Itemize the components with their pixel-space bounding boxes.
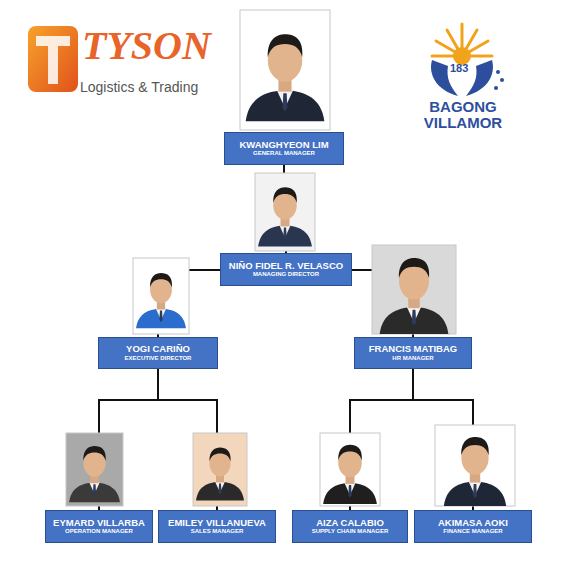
job-title: GENERAL MANAGER bbox=[253, 150, 315, 158]
barangay-logo bbox=[432, 24, 492, 65]
photo bbox=[193, 433, 247, 506]
barangay-name: BAGONG VILLAMOR bbox=[412, 99, 514, 131]
photo bbox=[255, 173, 315, 251]
job-title: SALES MANAGER bbox=[191, 528, 244, 536]
photo bbox=[240, 10, 330, 130]
hands-symbol bbox=[431, 60, 504, 96]
company-tagline: Logistics & Trading bbox=[80, 80, 198, 95]
name-band: NIÑO FIDEL R. VELASCOMANAGING DIRECTOR bbox=[220, 253, 352, 286]
company-logo bbox=[28, 26, 78, 92]
person-name: AIZA CALABIO bbox=[316, 517, 384, 528]
job-title: MANAGING DIRECTOR bbox=[253, 271, 319, 279]
job-title: FINANCE MANAGER bbox=[443, 528, 502, 536]
photo bbox=[133, 258, 189, 334]
name-band: KWANGHYEON LIMGENERAL MANAGER bbox=[224, 132, 344, 165]
photo bbox=[435, 425, 515, 506]
company-name: TYSON bbox=[82, 26, 211, 66]
person-name: EMILEY VILLANUEVA bbox=[168, 517, 266, 528]
person-name: FRANCIS MATIBAG bbox=[369, 343, 457, 354]
person-name: NIÑO FIDEL R. VELASCO bbox=[229, 260, 343, 271]
name-band: AIZA CALABIOSUPPLY CHAIN MANAGER bbox=[292, 510, 408, 543]
person-name: EYMARD VILLARBA bbox=[53, 517, 145, 528]
job-title: EXECUTIVE DIRECTOR bbox=[125, 355, 192, 363]
barangay-number: 183 bbox=[450, 63, 468, 74]
name-band: YOGI CARIÑOEXECUTIVE DIRECTOR bbox=[98, 337, 218, 369]
person-name: AKIMASA AOKI bbox=[438, 517, 508, 528]
photo bbox=[66, 433, 123, 506]
job-title: OPERATION MANAGER bbox=[65, 528, 133, 536]
job-title: HR MANAGER bbox=[392, 355, 433, 363]
name-band: AKIMASA AOKIFINANCE MANAGER bbox=[414, 510, 532, 543]
person-name: KWANGHYEON LIM bbox=[239, 139, 328, 150]
name-band: EYMARD VILLARBAOPERATION MANAGER bbox=[45, 510, 153, 543]
photo bbox=[320, 433, 380, 506]
photo bbox=[372, 245, 456, 334]
job-title: SUPPLY CHAIN MANAGER bbox=[312, 528, 389, 536]
name-band: EMILEY VILLANUEVASALES MANAGER bbox=[158, 510, 276, 543]
person-name: YOGI CARIÑO bbox=[126, 343, 190, 354]
name-band: FRANCIS MATIBAGHR MANAGER bbox=[354, 337, 472, 369]
